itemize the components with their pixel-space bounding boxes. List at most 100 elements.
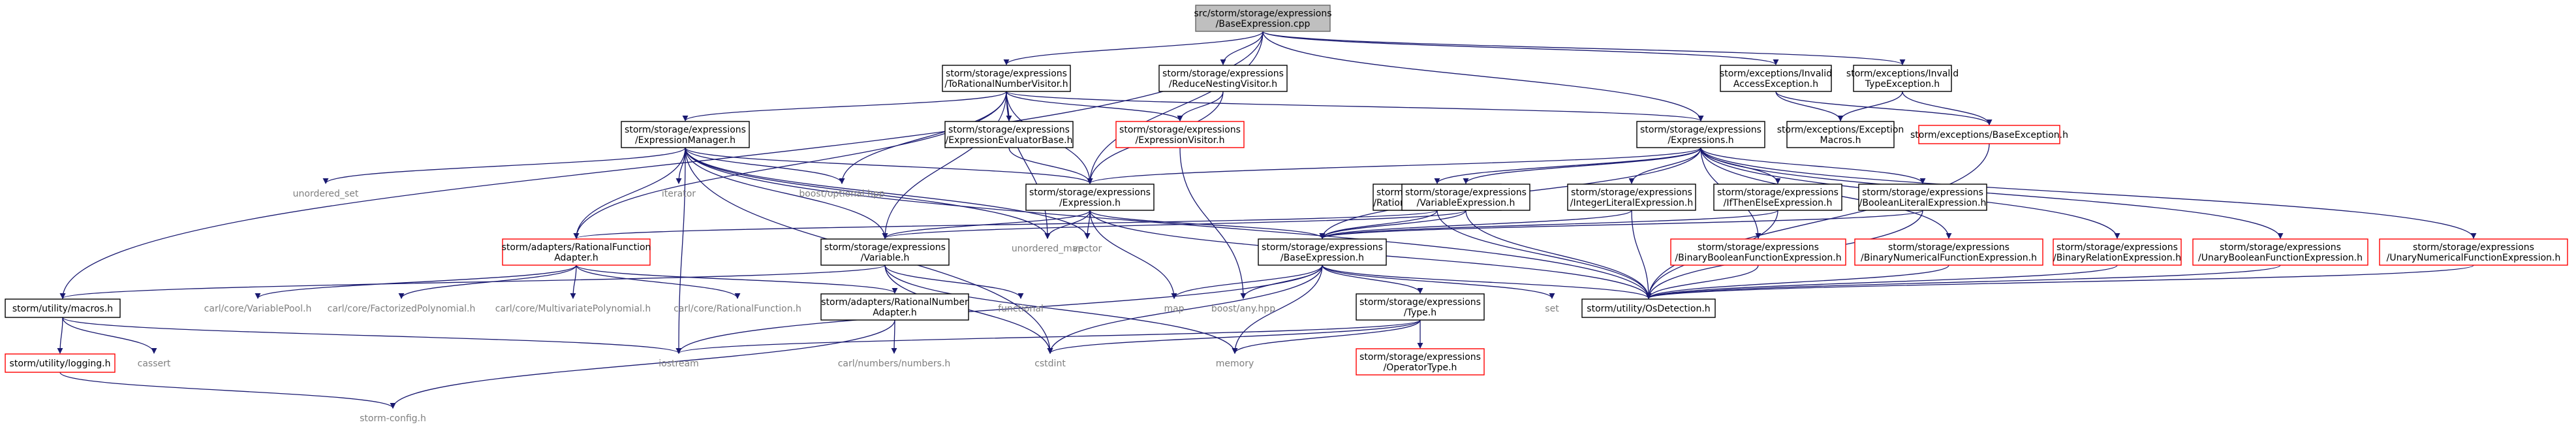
node-iterator: iterator <box>662 189 696 199</box>
edge-macros-to-logging <box>57 317 63 354</box>
node-box <box>1670 238 1846 266</box>
node-label-line: cassert <box>138 359 171 369</box>
node-label-line: functional <box>998 304 1044 314</box>
node-unorderedSet: unordered_set <box>293 189 359 199</box>
node-label-line: /Variable.h <box>861 253 910 263</box>
node-osDetection[interactable]: storm/utility/OsDetection.h <box>1581 298 1716 318</box>
node-box <box>2053 238 2182 266</box>
node-label-line: /BooleanLiteralExpression.h <box>1859 198 1987 208</box>
node-box <box>502 238 651 266</box>
node-label-line: storm/adapters/RationalNumber <box>821 297 969 308</box>
node-unaryNumerical[interactable]: storm/storage/expressions/UnaryNumerical… <box>2379 238 2568 266</box>
edge-typeH-to-iostream <box>675 319 1421 354</box>
edge-toRational-to-unorderedMap <box>1006 91 1051 239</box>
edge-booleanLiteral-to-baseExpression <box>1319 210 1923 239</box>
node-label-line: storm/storage/expressions <box>1405 187 1527 198</box>
node-logging[interactable]: storm/utility/logging.h <box>5 353 116 373</box>
node-box <box>2192 238 2368 266</box>
node-label-line: memory <box>1216 359 1254 369</box>
node-integerLiteral[interactable]: storm/storage/expressions/IntegerLiteral… <box>1567 184 1696 211</box>
edge-variableExpr-to-baseExpression <box>1319 210 1466 239</box>
node-label-line: /IntegerLiteralExpression.h <box>1570 198 1693 208</box>
node-baseException[interactable]: storm/exceptions/BaseException.h <box>1910 125 2068 144</box>
edge-unaryBoolean-to-osDetection <box>1645 265 2281 299</box>
edge-macros-to-cassert <box>62 317 157 354</box>
edge-invalidType-to-baseException <box>1902 91 1993 125</box>
node-root[interactable]: src/storm/storage/expressions/BaseExpres… <box>1194 5 1332 32</box>
node-invalidAccess[interactable]: storm/exceptions/InvalidAccessException.… <box>1720 65 1832 92</box>
node-exprVisitor[interactable]: storm/storage/expressions/ExpressionVisi… <box>1115 121 1245 148</box>
node-map: map <box>1164 304 1184 314</box>
node-label-line: AccessException.h <box>1733 79 1818 89</box>
edge-baseExpression-to-boostAny <box>1240 265 1323 299</box>
edge-exprManager-to-vector <box>685 147 1091 239</box>
edge-ratFuncAdapter-to-variablePool <box>255 265 577 299</box>
node-exprManager[interactable]: storm/storage/expressions/ExpressionMana… <box>621 121 750 148</box>
node-label-line: /BaseExpression.h <box>1280 253 1364 263</box>
node-variable[interactable]: storm/storage/expressions/Variable.h <box>820 238 950 266</box>
node-label-line: storm/storage/expressions <box>1119 125 1241 135</box>
edge-baseExpression-to-osDetection <box>1322 265 1652 299</box>
node-label-line: storm/storage/expressions <box>946 69 1067 79</box>
node-label-line: /ExpressionEvaluatorBase.h <box>946 135 1073 146</box>
node-label-line: /UnaryNumericalFunctionExpression.h <box>2387 253 2561 263</box>
node-box <box>1025 184 1155 211</box>
node-box <box>1858 184 1987 211</box>
node-label-line: src/storm/storage/expressions <box>1194 8 1331 19</box>
node-binaryBoolean[interactable]: storm/storage/expressions/BinaryBooleanF… <box>1670 238 1846 266</box>
node-box <box>1581 298 1716 318</box>
node-reduceNesting[interactable]: storm/storage/expressions/ReduceNestingV… <box>1158 65 1288 92</box>
edge-exprEvalBase-to-expression <box>1008 147 1093 184</box>
node-expressions[interactable]: storm/storage/expressions/Expressions.h <box>1636 121 1765 148</box>
node-label-line: unordered_map <box>1012 244 1083 254</box>
node-label-line: carl/core/RationalFunction.h <box>674 304 801 314</box>
node-binaryNumerical[interactable]: storm/storage/expressions/BinaryNumerica… <box>1854 238 2043 266</box>
node-box <box>1258 238 1387 266</box>
edge-rationalLiteral-to-ratFuncAdapter <box>573 210 1438 239</box>
node-exprEvalBase[interactable]: storm/storage/expressions/ExpressionEval… <box>944 121 1074 148</box>
node-box <box>944 121 1074 148</box>
edge-expressions-to-expression <box>1087 147 1701 184</box>
node-label-line: /ExpressionManager.h <box>635 135 736 146</box>
node-baseExpression[interactable]: storm/storage/expressions/BaseExpression… <box>1258 238 1387 266</box>
edge-baseException-to-osDetection <box>1645 143 1990 299</box>
node-label-line: storm/storage/expressions <box>1162 69 1284 79</box>
node-variablePool: carl/core/VariablePool.h <box>204 304 312 314</box>
node-box <box>1720 65 1832 92</box>
node-toRational[interactable]: storm/storage/expressions/ToRationalNumb… <box>942 65 1071 92</box>
edge-baseExpression-to-memory <box>1232 265 1323 354</box>
node-booleanLiteral[interactable]: storm/storage/expressions/BooleanLiteral… <box>1858 184 1987 211</box>
edge-exprManager-to-expression <box>685 147 1093 184</box>
edge-baseExpression-to-typeH <box>1322 265 1423 294</box>
edge-ratFuncAdapter-to-ratNumAdapter <box>576 265 898 294</box>
node-label-line: /BinaryNumericalFunctionExpression.h <box>1861 253 2037 263</box>
node-label-line: storm/utility/macros.h <box>12 304 113 314</box>
node-box <box>942 65 1071 92</box>
node-macros[interactable]: storm/utility/macros.h <box>5 298 121 318</box>
edge-ratFuncAdapter-to-rationalFunction <box>576 265 741 299</box>
node-label-line: storm/storage/expressions <box>1640 125 1761 135</box>
edge-invalidType-to-exceptionMacros <box>1837 91 1903 121</box>
node-variableExpr[interactable]: storm/storage/expressions/VariableExpres… <box>1401 184 1530 211</box>
node-expression[interactable]: storm/storage/expressions/Expression.h <box>1025 184 1155 211</box>
edge-invalidAccess-to-exceptionMacros <box>1775 91 1844 121</box>
edge-baseExpression-to-map <box>1171 265 1323 299</box>
edge-typeH-to-cstdint <box>1047 319 1421 354</box>
edge-variable-to-memory <box>884 265 1238 354</box>
node-ifThenElse[interactable]: storm/storage/expressions/IfThenElseExpr… <box>1713 184 1842 211</box>
node-label-line: Macros.h <box>1820 135 1861 146</box>
node-unaryBoolean[interactable]: storm/storage/expressions/UnaryBooleanFu… <box>2192 238 2368 266</box>
node-label-line: /BaseExpression.cpp <box>1216 19 1311 29</box>
edge-baseExpression-to-set <box>1322 265 1555 299</box>
node-operatorType[interactable]: storm/storage/expressions/OperatorType.h <box>1356 348 1485 376</box>
node-binaryRelation[interactable]: storm/storage/expressions/BinaryRelation… <box>2053 238 2182 266</box>
edge-typeH-to-memory <box>1232 319 1421 354</box>
nodes-layer: src/storm/storage/expressions/BaseExpres… <box>5 5 2568 424</box>
node-typeH[interactable]: storm/storage/expressions/Type.h <box>1356 293 1485 321</box>
node-label-line: storm/exceptions/Invalid <box>1846 69 1959 79</box>
